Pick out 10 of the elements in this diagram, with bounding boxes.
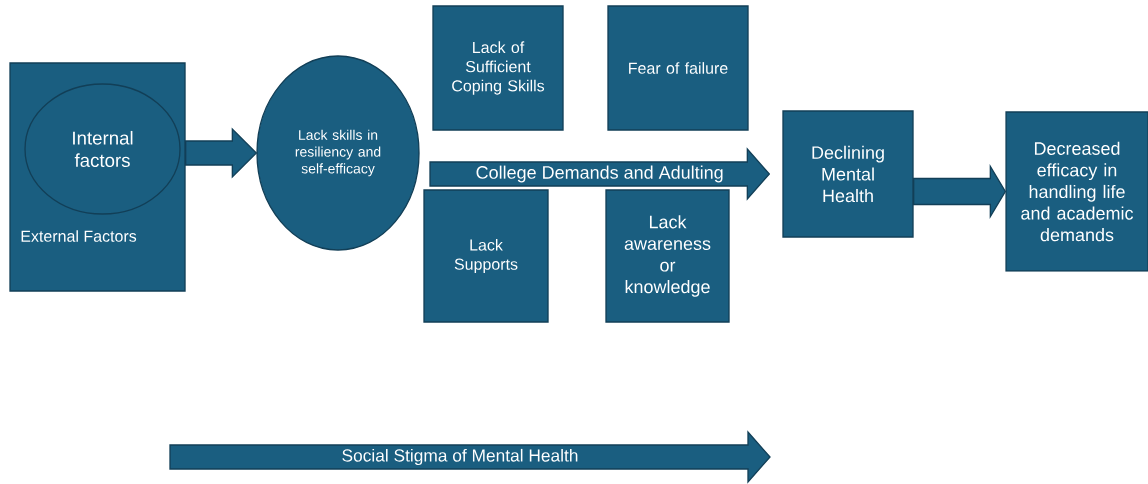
process-box: Lack awareness or knowledge [605,189,730,323]
process-box: Lack Supports [423,189,549,323]
process-box: Declining Mental Health [782,110,914,238]
edge-label: College Demands and Adulting [476,165,723,183]
block-arrow [429,147,771,201]
block-arrow [185,127,258,179]
outcome-box: Decreased efficacy in handling life and academic demands [1005,111,1148,272]
process-box: Fear of failure [607,5,749,131]
process-box: Lack of Sufficient Coping Skills [432,5,564,131]
block-arrow [913,164,1007,219]
